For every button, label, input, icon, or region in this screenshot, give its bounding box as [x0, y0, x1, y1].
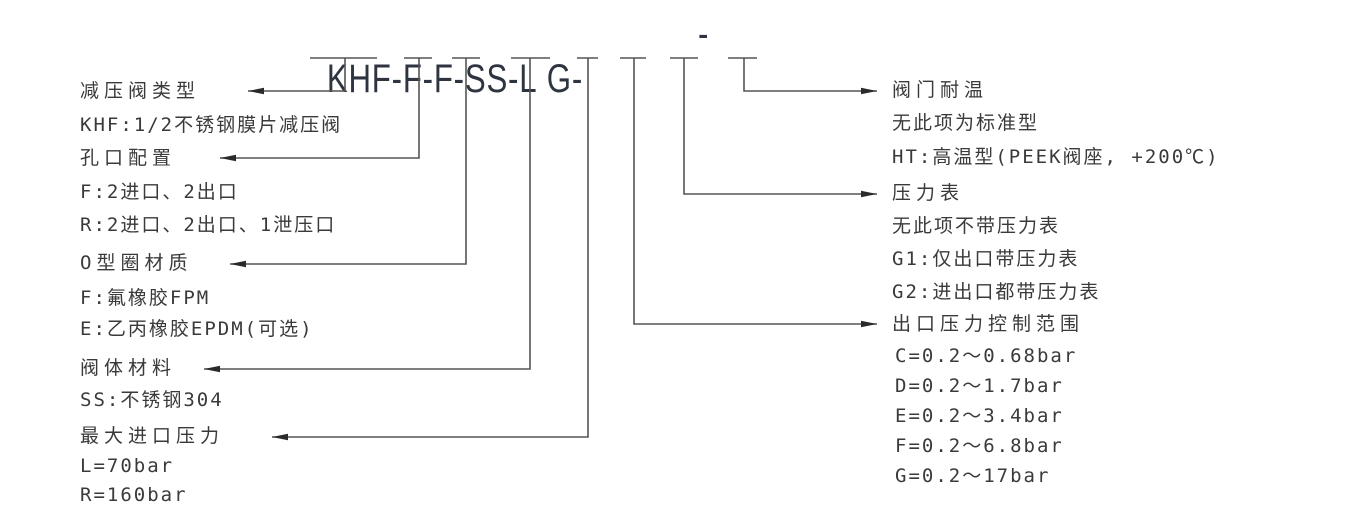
code-dash: -	[391, 57, 403, 101]
model-code-tail: -	[698, 12, 709, 57]
group-title-body-material: 阀体材料	[80, 357, 177, 379]
option-temp-ht: HT:高温型(PEEK阀座, +200℃)	[892, 146, 1220, 168]
code-segment-type: KHF	[326, 57, 392, 101]
connector-outlet	[633, 58, 877, 328]
option-port-f: F:2进口、2出口	[80, 181, 239, 203]
model-code: KHF-F-F-SS-L G-	[308, 12, 583, 102]
connector-oring	[230, 58, 467, 268]
code-segment-inlet-pressure: L	[519, 57, 538, 101]
option-body-ss: SS:不锈钢304	[80, 389, 224, 411]
group-title-inlet-pressure: 最大进口压力	[80, 425, 225, 447]
group-title-oring: O型圈材质	[80, 252, 193, 274]
option-gauge-g1: G1:仅出口带压力表	[892, 248, 1080, 270]
connector-inlet	[272, 58, 589, 441]
group-title-port-config: 孔口配置	[80, 147, 177, 169]
option-outlet-f: F=0.2～6.8bar	[895, 435, 1064, 457]
code-segment-oring: F	[433, 57, 454, 101]
connector-temp	[743, 58, 877, 95]
connector-gauge	[683, 58, 877, 198]
option-inlet-l: L=70bar	[80, 455, 175, 477]
option-oring-f: F:氟橡胶FPM	[80, 287, 211, 309]
code-dash: -	[453, 57, 465, 101]
option-outlet-g: G=0.2～17bar	[895, 465, 1051, 487]
option-port-r: R:2进口、2出口、1泄压口	[80, 214, 337, 236]
option-oring-e: E:乙丙橡胶EPDM(可选)	[80, 318, 314, 340]
group-title-outlet-range: 出口压力控制范围	[892, 313, 1085, 335]
code-segment-port: F	[402, 57, 423, 101]
option-outlet-e: E=0.2～3.4bar	[895, 405, 1064, 427]
option-temp-standard: 无此项为标准型	[892, 112, 1040, 134]
connector-port	[220, 58, 420, 162]
code-segment-body: SS	[464, 57, 509, 101]
connector-type	[248, 58, 346, 95]
code-dash: -	[508, 57, 520, 101]
group-title-gauge: 压力表	[892, 182, 965, 204]
option-gauge-none: 无此项不带压力表	[892, 215, 1061, 237]
connector-body	[204, 58, 531, 373]
code-dash: -	[422, 57, 434, 101]
code-dash: -	[571, 57, 584, 101]
option-outlet-c: C=0.2～0.68bar	[895, 345, 1078, 367]
code-dash: -	[698, 12, 710, 56]
code-segment-outlet-range: G	[546, 57, 572, 101]
option-outlet-d: D=0.2～1.7bar	[895, 375, 1064, 397]
group-title-valve-type: 减压阀类型	[80, 80, 201, 102]
option-gauge-g2: G2:进出口都带压力表	[892, 281, 1101, 303]
group-title-temperature: 阀门耐温	[892, 79, 989, 101]
option-inlet-r: R=160bar	[80, 484, 188, 506]
option-valve-type-khf: KHF:1/2不锈钢膜片减压阀	[80, 114, 343, 136]
